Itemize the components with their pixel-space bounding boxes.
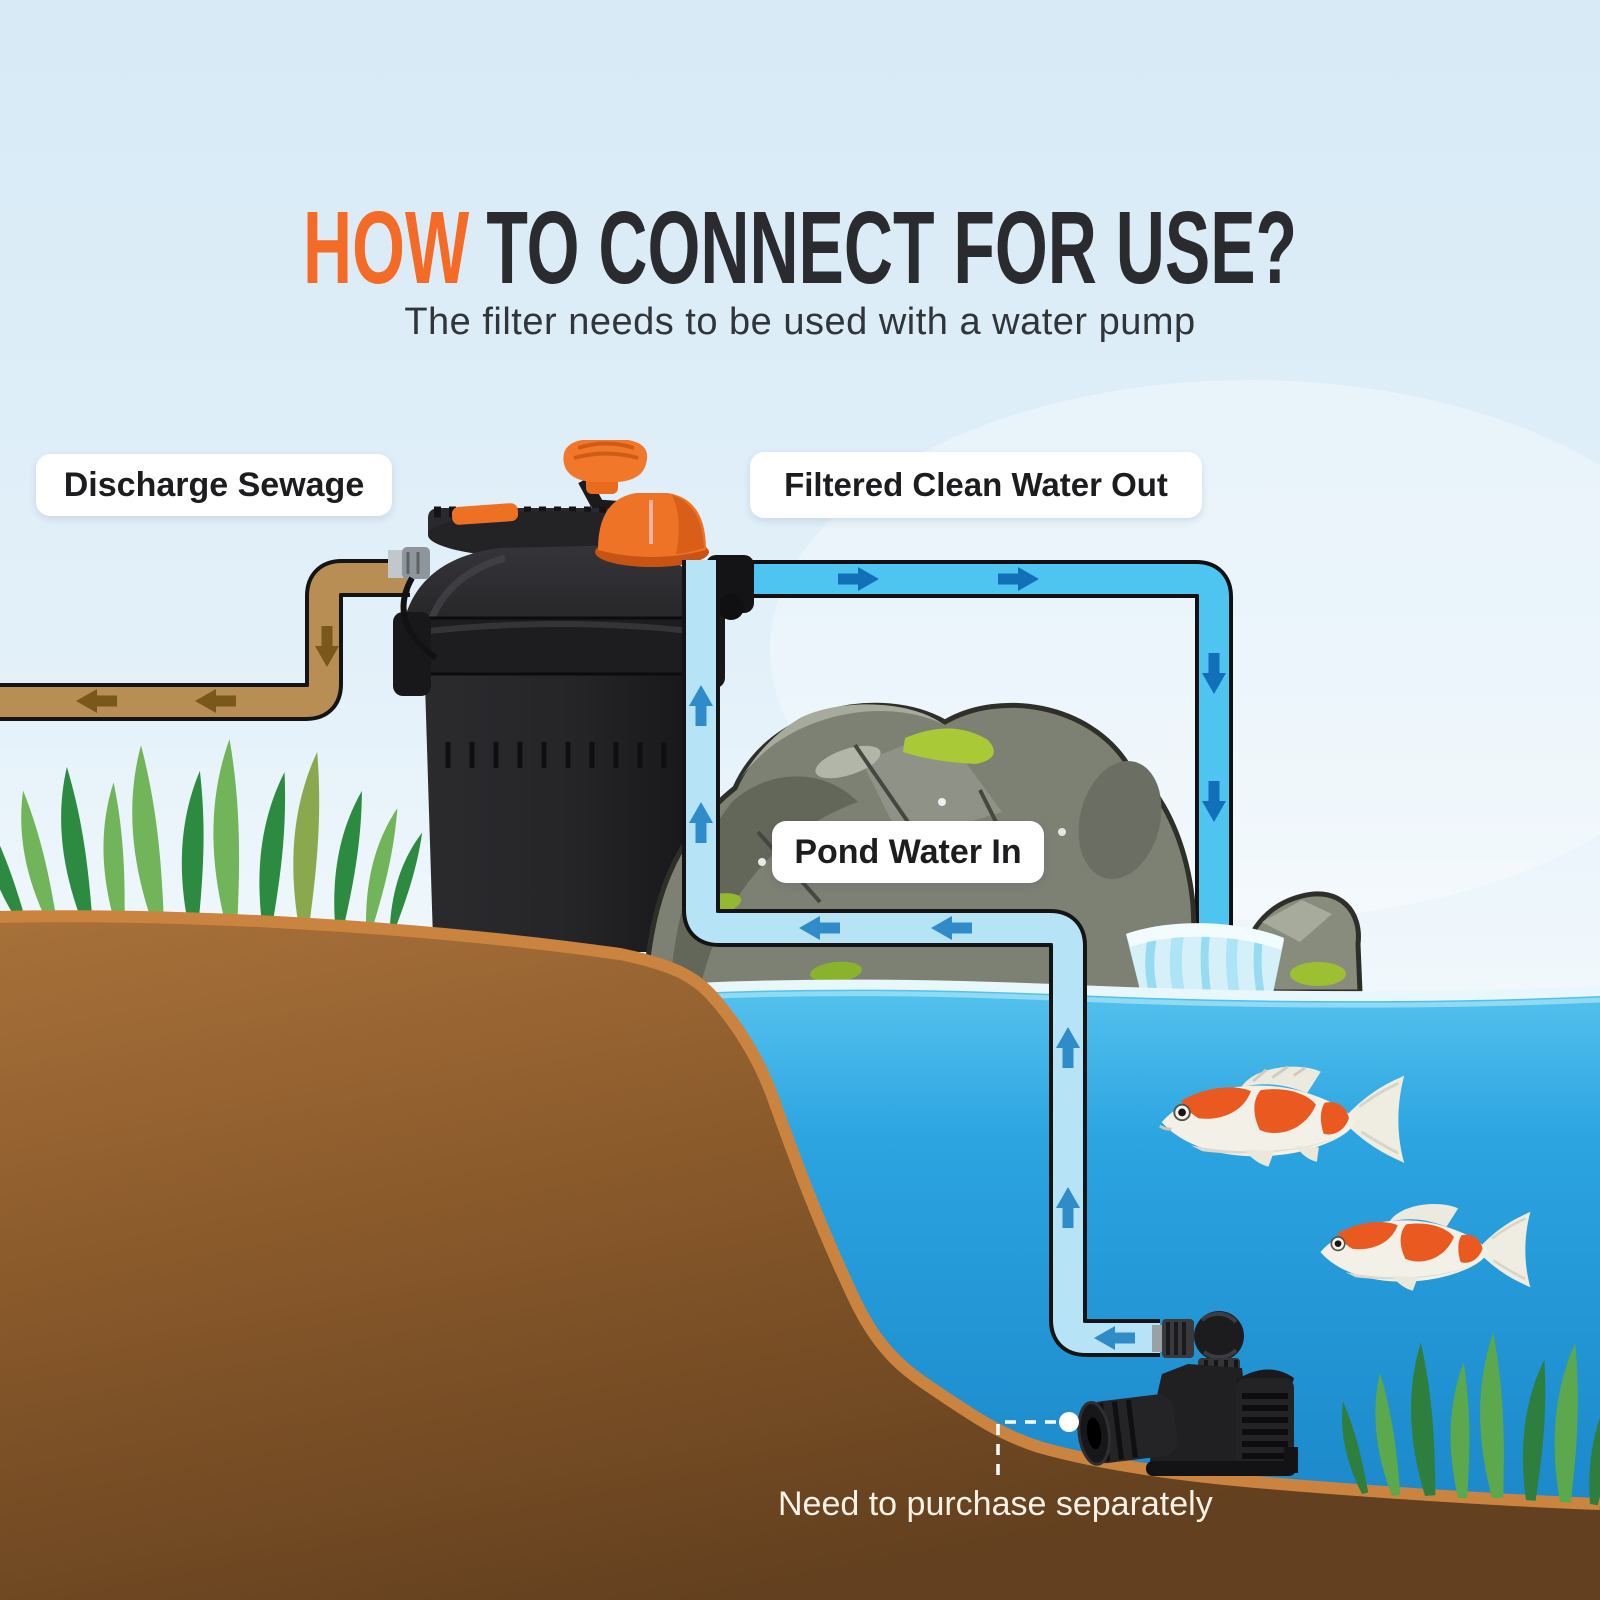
footnote-purchase-separately: Need to purchase separately	[778, 1485, 1213, 1523]
title-highlight: HOW	[302, 190, 470, 305]
pump-ball-valve	[1194, 1311, 1244, 1361]
water-pump	[1077, 1311, 1298, 1476]
pump-base	[1146, 1461, 1296, 1476]
pond-filter	[388, 440, 725, 952]
discharge-sewage-pipe	[0, 559, 410, 721]
sewage-connector-nut	[388, 550, 404, 578]
sewage-connector	[402, 547, 430, 579]
koi-fish-small	[1320, 1204, 1531, 1291]
pump-callout	[996, 1412, 1079, 1478]
dirt-bank	[0, 910, 1600, 1600]
moss-patch	[903, 728, 994, 764]
koi-fish-large	[1158, 1065, 1405, 1167]
pond-water-in-pipe	[682, 560, 1160, 1357]
lid-orange-tab	[451, 503, 519, 525]
label-filtered-clean-water-out: Filtered Clean Water Out	[750, 452, 1202, 518]
power-cable	[400, 576, 438, 661]
label-discharge-sewage: Discharge Sewage	[36, 454, 392, 516]
filter-body	[424, 652, 696, 952]
pump-pipe-tip	[1152, 1325, 1164, 1352]
title-rest: TO CONNECT FOR USE?	[486, 190, 1298, 305]
clamp-buckle-left	[393, 612, 431, 696]
callout-dot	[1059, 1412, 1079, 1432]
clean-water-out-pipe	[724, 560, 1233, 935]
crank-knob	[563, 440, 648, 482]
page-subtitle: The filter needs to be used with a water…	[404, 301, 1196, 343]
label-pond-water-in: Pond Water In	[772, 821, 1044, 883]
